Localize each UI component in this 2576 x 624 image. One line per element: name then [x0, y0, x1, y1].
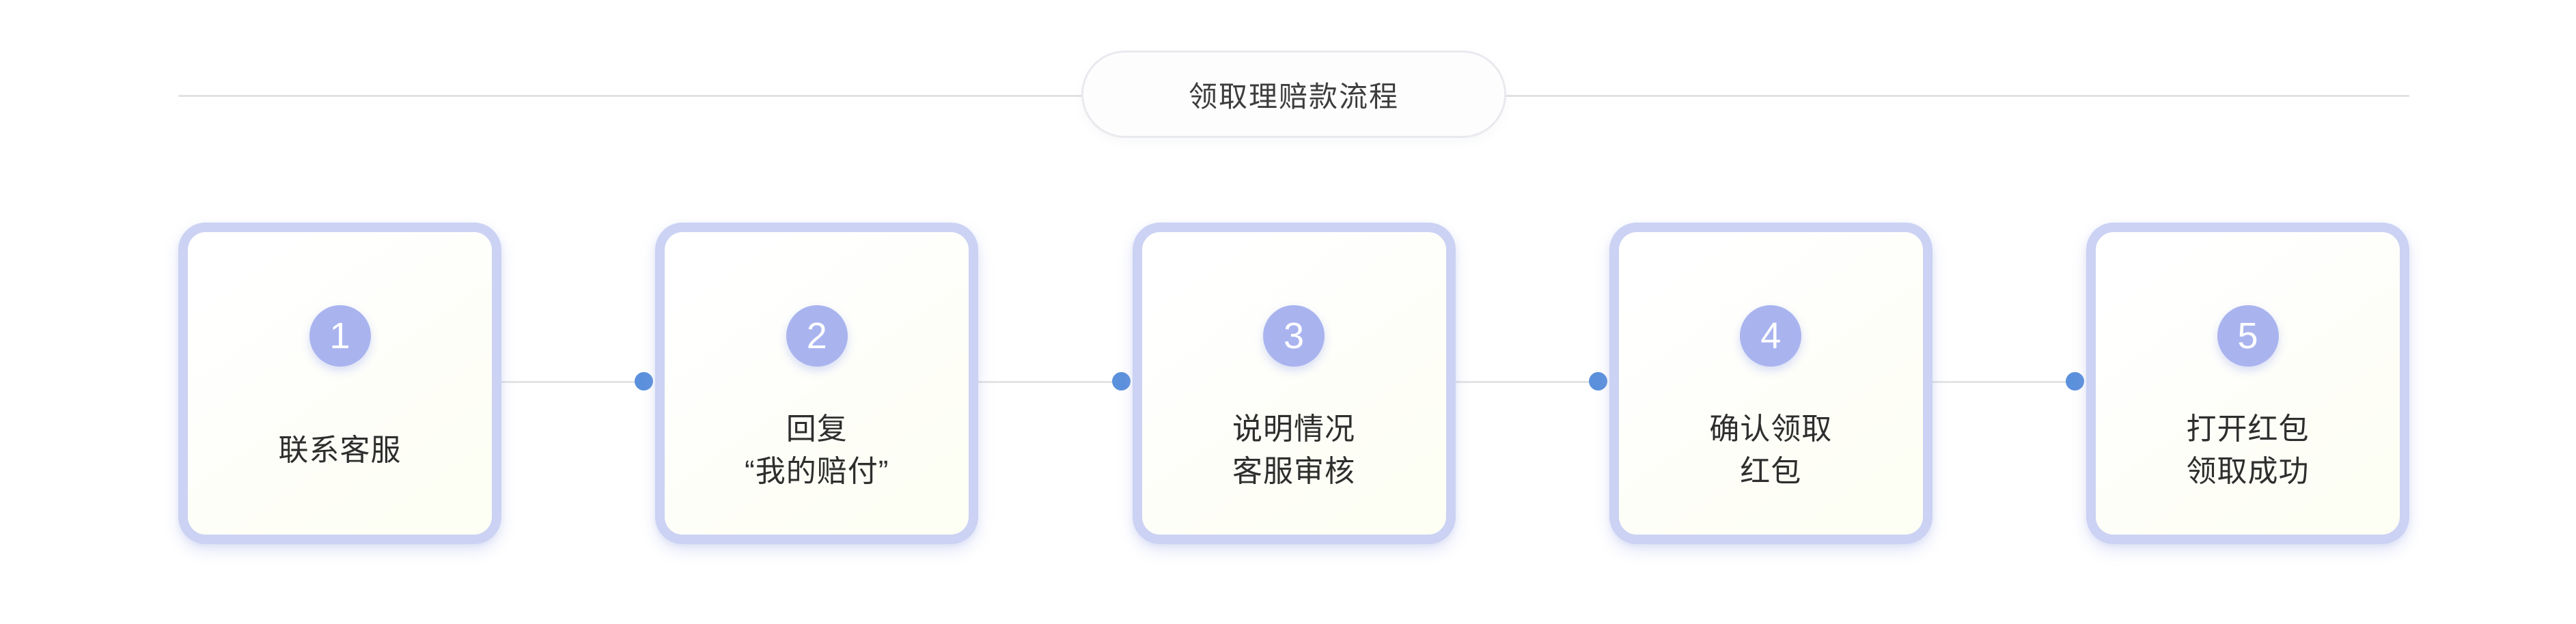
connector-1-2 [500, 223, 655, 544]
step-label-line: 联系客服 [278, 434, 402, 467]
process-title: 领取理赔款流程 [1188, 80, 1399, 113]
step-label-line: 红包 [1740, 455, 1802, 488]
step-card-1: 1 联系客服 [178, 223, 501, 544]
header-band: 领取理赔款流程 [178, 0, 2409, 150]
step-label-line: “我的赔付” [745, 455, 889, 488]
step-label-line: 打开红包 [2186, 412, 2310, 446]
step-number-badge: 4 [1740, 305, 1802, 367]
step-label: 确认领取 红包 [1619, 396, 1923, 505]
step-label-line: 领取成功 [2186, 455, 2310, 488]
step-label-line: 回复 [786, 412, 848, 446]
step-number-badge: 3 [1263, 305, 1325, 367]
connector-line [977, 381, 1124, 383]
step-card-4: 4 确认领取 红包 [1609, 223, 1933, 544]
connector-dot [635, 372, 654, 391]
connector-dot [1111, 372, 1131, 391]
step-card-3: 3 说明情况 客服审核 [1132, 223, 1456, 544]
step-label-line: 客服审核 [1232, 455, 1355, 488]
step-label-line: 确认领取 [1709, 412, 1833, 446]
step-label-line: 说明情况 [1232, 412, 1355, 446]
step-card-2: 2 回复 “我的赔付” [655, 223, 979, 544]
step-label: 回复 “我的赔付” [665, 396, 969, 505]
step-number-badge: 2 [786, 305, 848, 367]
step-label: 说明情况 客服审核 [1142, 396, 1446, 505]
process-steps-row: 1 联系客服 2 回复 “我的赔付” 3 说明情况 客服审核 [178, 223, 2409, 544]
process-title-pill: 领取理赔款流程 [1081, 51, 1506, 138]
step-label: 打开红包 领取成功 [2096, 396, 2400, 505]
connector-dot [2066, 372, 2084, 391]
connector-4-5 [1930, 223, 2086, 544]
connector-line [1930, 381, 2078, 383]
connector-2-3 [977, 223, 1132, 544]
connector-line [1454, 381, 1601, 383]
connector-3-4 [1454, 223, 1609, 544]
step-card-5: 5 打开红包 领取成功 [2086, 223, 2409, 544]
step-number-badge: 1 [309, 305, 371, 367]
connector-line [500, 381, 648, 383]
step-label: 联系客服 [188, 396, 492, 505]
step-number-badge: 5 [2217, 305, 2279, 367]
connector-dot [1588, 372, 1607, 391]
